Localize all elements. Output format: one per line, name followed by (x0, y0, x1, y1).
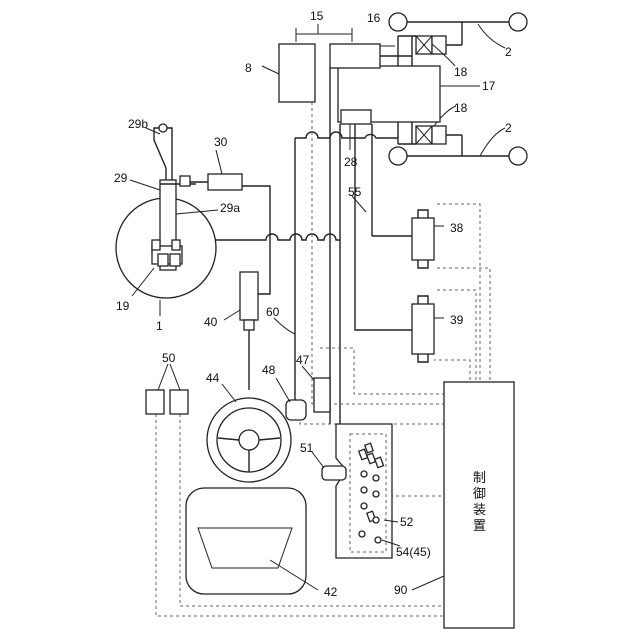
label-55: 55 (348, 185, 362, 199)
label-30: 30 (214, 135, 228, 149)
controller-text-1: 制 (473, 471, 486, 486)
label-18-bottom: 18 (454, 101, 468, 115)
label-29b: 29b (128, 117, 148, 131)
component-16 (330, 44, 380, 68)
label-2-top: 2 (505, 45, 512, 59)
label-18-top: 18 (454, 65, 468, 79)
steering-wheel-44 (207, 384, 291, 482)
label-39: 39 (450, 313, 464, 327)
sensor-47 (314, 378, 330, 412)
control-panel (312, 424, 400, 558)
component-8 (279, 44, 315, 102)
label-54-45: 54(45) (396, 545, 431, 559)
label-51: 51 (300, 441, 314, 455)
valve-38 (412, 218, 434, 260)
label-16: 16 (367, 11, 381, 25)
label-17: 17 (482, 79, 496, 93)
label-38: 38 (450, 221, 464, 235)
switch-50a (146, 390, 164, 414)
wheel-top-right (509, 13, 527, 31)
label-28: 28 (344, 155, 358, 169)
sensor-48 (286, 400, 306, 420)
lever-51 (322, 466, 346, 480)
label-29: 29 (114, 171, 128, 185)
controller-text-3: 装 (473, 503, 486, 518)
label-60: 60 (266, 305, 280, 319)
label-19: 19 (116, 299, 130, 313)
wheel-bottom-right (509, 147, 527, 165)
cylinder-30 (208, 174, 242, 190)
seat-42 (186, 488, 306, 594)
component-28 (341, 110, 371, 124)
unit-40 (240, 272, 258, 320)
label-29a: 29a (220, 201, 240, 215)
label-50: 50 (162, 351, 176, 365)
label-48: 48 (262, 363, 276, 377)
label-47: 47 (296, 353, 310, 367)
wheel-bottom-left (389, 147, 407, 165)
valve-39 (412, 304, 434, 354)
label-15: 15 (310, 9, 324, 23)
controller-text-2: 御 (473, 487, 486, 502)
wheel-top-left (389, 13, 407, 31)
switch-50b (170, 390, 188, 414)
label-90: 90 (394, 583, 408, 597)
controller-text-4: 置 (473, 519, 486, 534)
label-42: 42 (324, 585, 338, 599)
label-8: 8 (245, 61, 252, 75)
label-40: 40 (204, 315, 218, 329)
label-44: 44 (206, 371, 220, 385)
label-52: 52 (400, 515, 414, 529)
label-1: 1 (156, 319, 163, 333)
label-2-bottom: 2 (505, 121, 512, 135)
